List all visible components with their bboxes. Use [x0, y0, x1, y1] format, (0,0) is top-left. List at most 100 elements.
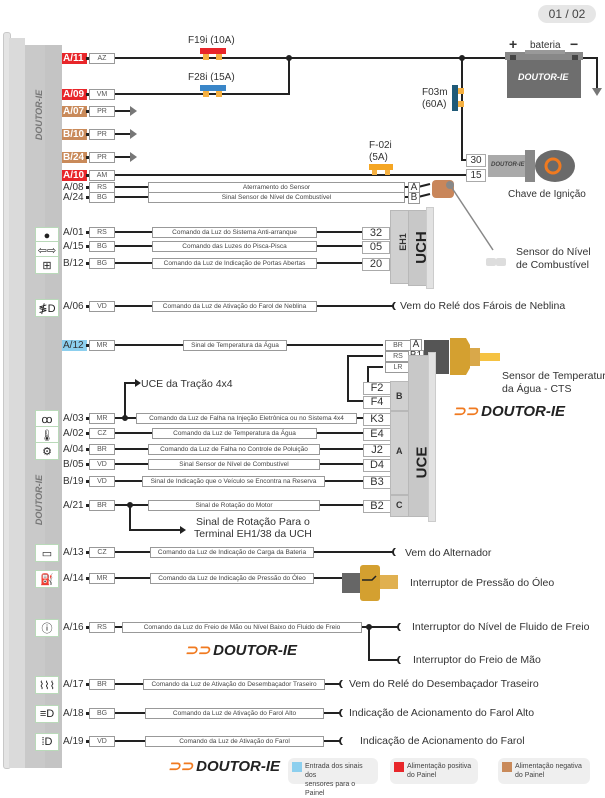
wire-color-code: MR [89, 573, 115, 584]
battery-icon: ▭ [35, 544, 59, 562]
wire-color-code: BG [89, 708, 115, 719]
destination-label: Indicação de Acionamento do Farol Alto [349, 707, 535, 719]
pin-label: B/24 [62, 152, 87, 163]
pin-stub [86, 504, 89, 507]
panel-side [9, 38, 25, 768]
pin-stub [86, 156, 89, 159]
fuse-label-f02i-rating: (5A) [369, 152, 388, 163]
pin-stub [86, 133, 89, 136]
coolant-temp-sensor-icon [424, 338, 500, 375]
fuse-f19i [200, 48, 226, 60]
pin-stub [86, 712, 89, 715]
signal-description: Comando da Luz de Temperatura da Água [152, 428, 317, 439]
wire-color-code: RS [89, 227, 115, 238]
high-beam-icon: ≡D [35, 705, 59, 723]
brand-logo: ⊃⊃ DOUTOR-IE [168, 757, 281, 776]
ignition-switch-icon [488, 150, 575, 182]
pin-label: A/13 [62, 547, 87, 558]
pin-stub [86, 305, 89, 308]
pin-label: A/16 [62, 622, 87, 633]
door-open-icon: ⊞ [35, 256, 59, 274]
uch-module: UCH [408, 210, 430, 286]
signal-description: Comando da Luz de Ativação do Farol [145, 736, 324, 747]
fuse-f28i [200, 85, 226, 97]
uce-connector-b: B [390, 381, 410, 411]
fuel-sensor-term-b: B [408, 192, 420, 204]
arrow-icon [180, 526, 186, 534]
legend-swatch [394, 762, 404, 772]
uce-connector-a: A [390, 411, 410, 495]
wire-color-code: VD [89, 301, 115, 312]
destination-label: Vem do Relé do Desembaçador Traseiro [349, 678, 539, 690]
pin-stub [86, 57, 89, 60]
pin-label: A/19 [62, 736, 87, 747]
ground-symbols [130, 88, 602, 162]
uch-edge [426, 207, 434, 289]
pin-label: B/19 [62, 476, 87, 487]
brand-logo: ⊃⊃ DOUTOR-IE [185, 641, 298, 660]
pin-stub [86, 262, 89, 265]
wire-color-code: VD [89, 736, 115, 747]
pin-label: A/12 [62, 340, 87, 351]
signal-description: Sinal de Indicação que o Veículo se Enco… [142, 476, 325, 487]
pin-label: B/12 [62, 258, 87, 269]
connector-terminal: E4 [363, 428, 391, 441]
pin-label: A/11 [62, 53, 87, 64]
ignition-label: Chave de Ignição [508, 189, 586, 200]
pin-stub [86, 432, 89, 435]
pin-label: A/14 [62, 573, 87, 584]
wire-color-code: CZ [89, 547, 115, 558]
signal-description: Comando da Luz de Indicação de Pressão d… [150, 573, 314, 584]
brand-logo: ⊃⊃ DOUTOR-IE [453, 402, 566, 421]
signal-description: Sinal Sensor de Nível de Combustível [148, 459, 320, 470]
wire-color-code: BR [89, 444, 115, 455]
legend-swatch [292, 762, 302, 772]
connector-end-icon [339, 737, 343, 745]
connector-end-icon [397, 656, 401, 664]
wire-color-code: MR [89, 413, 115, 424]
pin-label: A/24 [62, 192, 87, 203]
ground-icon [130, 152, 137, 162]
rpm-note-1: Sinal de Rotação Para o [196, 516, 310, 528]
battery-minus: − [570, 36, 579, 52]
fuse-label-f03m: F03m [422, 87, 448, 98]
brand-mark-icon: ⊃⊃ [453, 403, 479, 420]
ground-icon [130, 106, 137, 116]
connector-terminal: D4 [363, 459, 391, 472]
battery-brand: DOUTOR-IE [518, 72, 569, 82]
connector-terminal: J2 [363, 444, 391, 457]
signal-description: Comando da Luz de Ativação do Farol de N… [152, 301, 317, 312]
wire-color-code: CZ [89, 428, 115, 439]
fuse-label-f28i: F28i (15A) [188, 72, 235, 83]
rear-defrost-icon: ⌇⌇⌇ [35, 676, 59, 694]
pin-label: A/04 [62, 444, 87, 455]
pin-stub [86, 480, 89, 483]
fuse-f03m [452, 85, 464, 111]
immobilizer-icon: ● [35, 227, 59, 245]
pin-stub [86, 626, 89, 629]
pin-label: A/03 [62, 413, 87, 424]
pin-stub [86, 683, 89, 686]
wire-color-code: BR [89, 500, 115, 511]
ignition-brand: DOUTOR-IE [491, 162, 525, 168]
connector-terminal: 32 [362, 227, 390, 240]
wire-color-code: PR [89, 129, 115, 140]
signal-description: Comando da Luz de Indicação de Portas Ab… [152, 258, 317, 269]
fuel-sensor-label-2: de Combustível [516, 259, 589, 271]
fuse-label-f19i: F19i (10A) [188, 35, 235, 46]
wire-color-code: VM [89, 89, 115, 100]
connector-terminal: 05 [362, 241, 390, 254]
pin-stub [86, 463, 89, 466]
cts-label-1: Sensor de Temperatura [502, 370, 605, 382]
uce-term-f2: F2 [363, 382, 391, 395]
pin-stub [86, 174, 89, 177]
uce-module: UCE [408, 355, 430, 517]
brake-fluid-note: Interruptor do Nível de Fluido de Freio [412, 621, 590, 633]
pin-stub [86, 740, 89, 743]
fuse-f02i [369, 164, 393, 175]
destination-label: Vem do Alternador [405, 547, 492, 559]
